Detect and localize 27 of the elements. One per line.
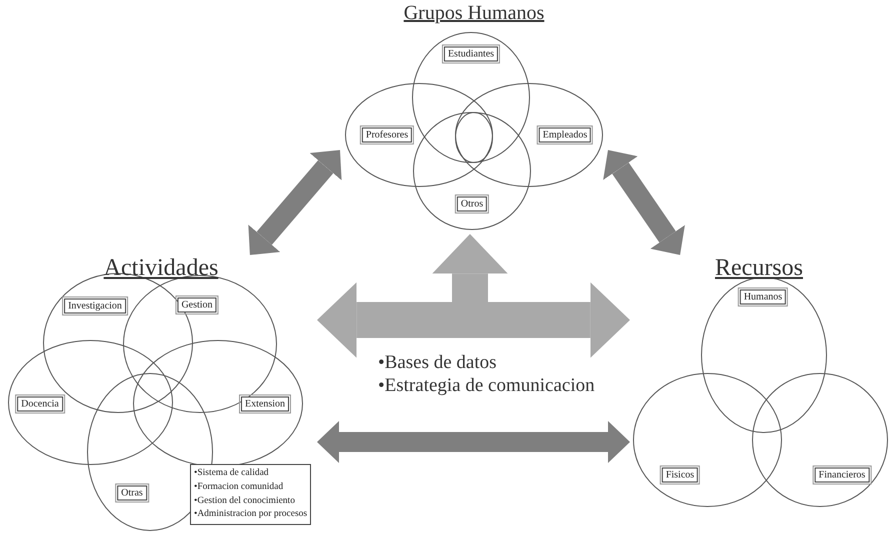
node-label: Fisicos	[662, 468, 698, 482]
list-item: •Gestion del conocimiento	[194, 494, 296, 508]
node-label: Extension	[241, 396, 289, 412]
group-heading: Actividades	[104, 255, 218, 281]
block-arrow	[317, 282, 630, 358]
block-arrow	[432, 234, 508, 302]
node-label: Otras	[117, 486, 147, 500]
list-item: •Sistema de calidad	[194, 467, 270, 480]
bullet-text: •Estrategia de comunicacion	[378, 374, 595, 398]
node-label: Estudiantes	[444, 46, 498, 62]
group-heading: Recursos	[715, 255, 803, 281]
list-item: •Formacion comunidad	[194, 480, 284, 494]
node-label: Humanos	[740, 290, 786, 304]
node-label: Empleados	[538, 128, 592, 142]
list-item: •Administracion por procesos	[194, 508, 308, 522]
block-arrow	[603, 150, 685, 255]
group-heading: Grupos Humanos	[404, 2, 544, 24]
node-label: Gestion	[177, 298, 217, 312]
block-arrow	[248, 150, 342, 255]
bullet-text: •Bases de datos	[378, 352, 498, 375]
note-box	[190, 464, 312, 526]
node-label: Investigacion	[64, 298, 126, 314]
block-arrow	[317, 421, 630, 463]
node-label: Docencia	[17, 396, 63, 412]
node-label: Financieros	[814, 468, 870, 482]
node-label: Profesores	[362, 128, 412, 142]
node-label: Otros	[456, 196, 488, 212]
